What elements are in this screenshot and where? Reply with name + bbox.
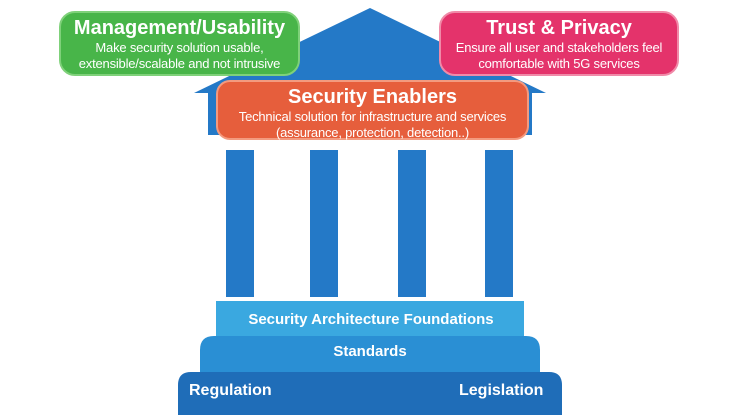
management-usability-title: Management/Usability: [73, 17, 286, 39]
management-usability-box: Management/Usability Make security solut…: [59, 11, 300, 76]
security-architecture-foundations-label: Security Architecture Foundations: [248, 311, 494, 328]
standards-step: [200, 336, 540, 372]
column-4: [485, 150, 513, 297]
management-usability-line-2: extensible/scalable and not intrusive: [78, 56, 281, 71]
trust-privacy-line-1: Ensure all user and stakeholders feel: [455, 40, 663, 55]
management-usability-line-1: Make security solution usable,: [95, 40, 264, 55]
trust-privacy-line-2: comfortable with 5G services: [478, 56, 640, 71]
standards-label: Standards: [333, 343, 407, 360]
trust-privacy-box: Trust & Privacy Ensure all user and stak…: [439, 11, 679, 76]
security-enablers-title: Security Enablers: [288, 86, 457, 108]
column-2: [310, 150, 338, 297]
regulation-label: Regulation: [189, 382, 272, 399]
column-3: [398, 150, 426, 297]
base-step: [178, 372, 562, 415]
security-enablers-box: Security Enablers Technical solution for…: [216, 80, 529, 140]
foundations-step: [216, 301, 524, 336]
security-enablers-line-2: (assurance, protection, detection..): [276, 125, 469, 140]
column-1: [226, 150, 254, 297]
security-enablers-line-1: Technical solution for infrastructure an…: [238, 109, 507, 124]
trust-privacy-title: Trust & Privacy: [486, 17, 632, 39]
legislation-label: Legislation: [459, 382, 544, 399]
